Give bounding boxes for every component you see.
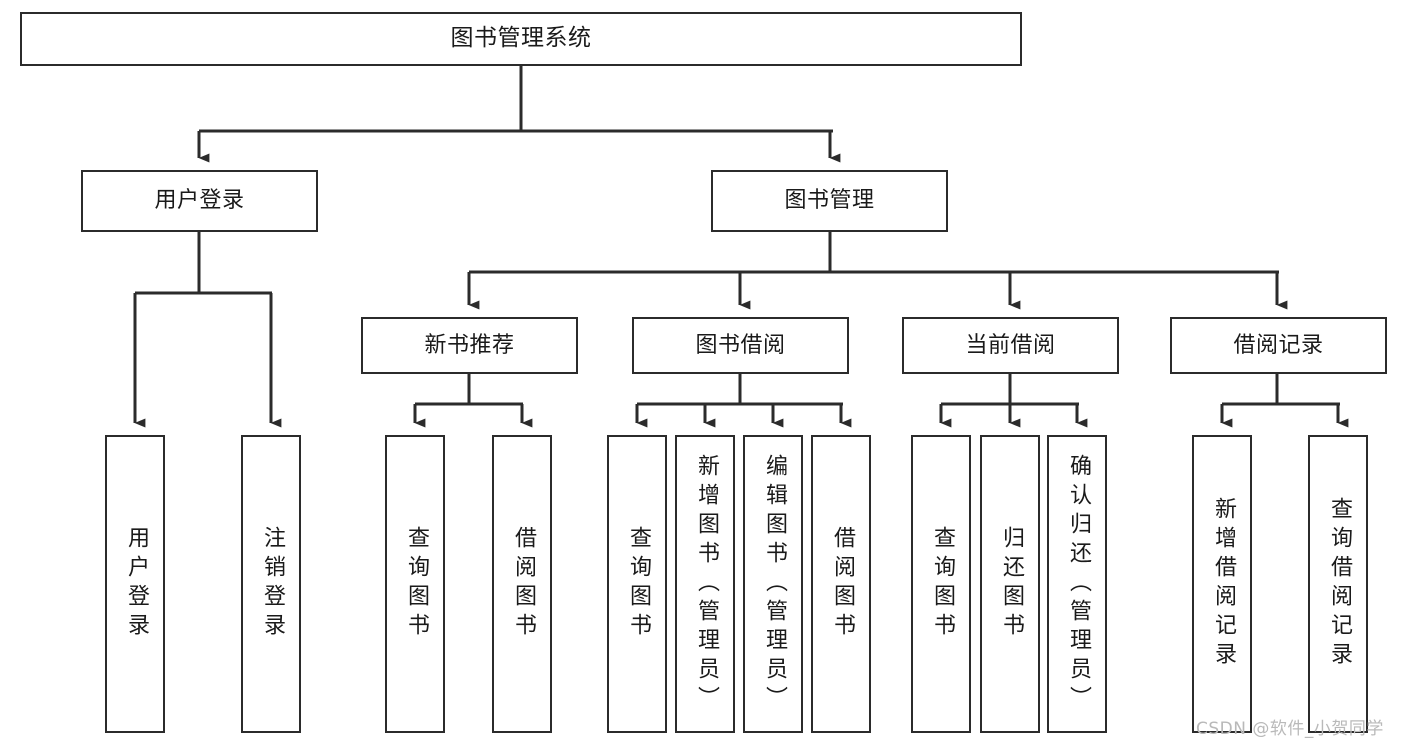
node-new-book-recommend-label: 新书推荐	[424, 332, 515, 358]
node-user-login-label: 用户登录	[154, 188, 245, 214]
node-leaf-user-login[interactable]: 用户登录	[105, 435, 165, 733]
node-root-system[interactable]: 图书管理系统	[20, 12, 1022, 66]
node-leaf-query-record-label: 查询借阅记录	[1327, 497, 1352, 671]
node-leaf-logout-label: 注销登录	[260, 526, 285, 642]
node-leaf-return-book[interactable]: 归还图书	[980, 435, 1040, 733]
node-leaf-user-login-label: 用户登录	[124, 526, 149, 642]
node-leaf-borrow-book-1-label: 借阅图书	[511, 526, 536, 642]
node-leaf-return-book-label: 归还图书	[999, 526, 1024, 642]
node-leaf-edit-book[interactable]: 编辑图书（管理员）	[743, 435, 803, 733]
node-new-book-recommend[interactable]: 新书推荐	[361, 317, 578, 374]
node-leaf-add-book[interactable]: 新增图书（管理员）	[675, 435, 735, 733]
node-borrow-record[interactable]: 借阅记录	[1170, 317, 1387, 374]
node-leaf-add-record[interactable]: 新增借阅记录	[1192, 435, 1252, 733]
node-root-system-label: 图书管理系统	[450, 25, 592, 52]
node-leaf-edit-book-label: 编辑图书（管理员）	[762, 453, 787, 715]
node-leaf-borrow-book-2-label: 借阅图书	[830, 526, 855, 642]
node-book-borrow[interactable]: 图书借阅	[632, 317, 849, 374]
node-leaf-query-book-3[interactable]: 查询图书	[911, 435, 971, 733]
node-leaf-add-record-label: 新增借阅记录	[1211, 497, 1236, 671]
node-leaf-query-book-1-label: 查询图书	[404, 526, 429, 642]
node-book-borrow-label: 图书借阅	[695, 332, 786, 358]
node-leaf-query-book-3-label: 查询图书	[930, 526, 955, 642]
node-leaf-query-record[interactable]: 查询借阅记录	[1308, 435, 1368, 733]
node-leaf-query-book-2[interactable]: 查询图书	[607, 435, 667, 733]
node-leaf-add-book-label: 新增图书（管理员）	[694, 453, 719, 715]
node-leaf-borrow-book-2[interactable]: 借阅图书	[811, 435, 871, 733]
node-leaf-confirm-return[interactable]: 确认归还（管理员）	[1047, 435, 1107, 733]
node-user-login[interactable]: 用户登录	[81, 170, 318, 232]
node-borrow-record-label: 借阅记录	[1233, 332, 1324, 358]
node-book-management[interactable]: 图书管理	[711, 170, 948, 232]
node-leaf-query-book-2-label: 查询图书	[626, 526, 651, 642]
node-current-borrow[interactable]: 当前借阅	[902, 317, 1119, 374]
node-leaf-logout[interactable]: 注销登录	[241, 435, 301, 733]
node-book-management-label: 图书管理	[784, 188, 875, 214]
node-leaf-query-book-1[interactable]: 查询图书	[385, 435, 445, 733]
node-leaf-confirm-return-label: 确认归还（管理员）	[1066, 453, 1091, 715]
node-leaf-borrow-book-1[interactable]: 借阅图书	[492, 435, 552, 733]
node-current-borrow-label: 当前借阅	[965, 332, 1056, 358]
